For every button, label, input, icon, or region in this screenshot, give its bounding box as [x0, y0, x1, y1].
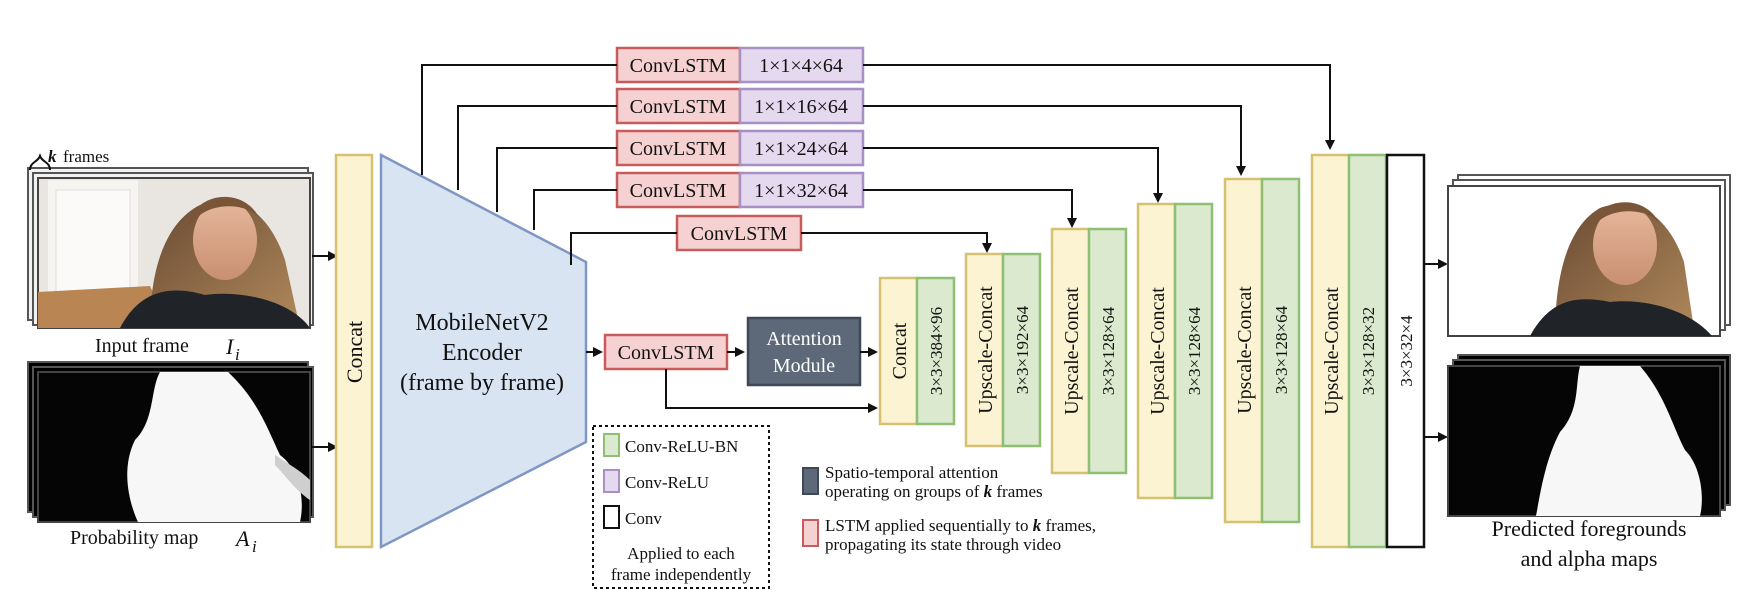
skip-convlstm-2-shape: 1×1×16×64 — [754, 96, 848, 118]
legend-lstm: LSTM applied sequentially to k frames, p… — [802, 516, 1096, 554]
alpha-image — [1447, 365, 1721, 517]
decoder-block-5-name: Upscale-Concat — [1234, 286, 1256, 414]
decoder-block-2-shape: 3×3×192×64 — [1013, 305, 1032, 394]
skip-convlstm-3: ConvLSTM 1×1×24×64 — [615, 129, 865, 167]
input-frame-caption: Input frame I i — [95, 334, 240, 364]
final-conv-block: 3×3×32×4 — [1385, 153, 1426, 549]
legend-note-line1: Applied to each — [627, 544, 735, 563]
bottleneck-convlstm-label: ConvLSTM — [618, 342, 715, 364]
skip-convlstm-5: ConvLSTM — [675, 214, 803, 252]
decoder-block-2: Upscale-Concat 3×3×192×64 — [964, 252, 1042, 448]
bottleneck-convlstm: ConvLSTM — [603, 333, 729, 371]
legend-note-line2: frame independently — [611, 565, 752, 584]
decoder-block-3-shape: 3×3×128×64 — [1099, 306, 1118, 395]
legend-attention-line1: Spatio-temporal attention — [825, 463, 999, 482]
final-conv-shape: 3×3×32×4 — [1397, 315, 1416, 387]
output-caption: Predicted foregrounds and alpha maps — [1492, 516, 1687, 571]
encoder-subtitle: Encoder — [442, 340, 522, 366]
decoder-block-3: Upscale-Concat 3×3×128×64 — [1050, 227, 1128, 475]
decoder-block-4-shape: 3×3×128×64 — [1185, 306, 1204, 395]
legend-box: Conv-ReLU-BN Conv-ReLU Conv Applied to e… — [592, 425, 770, 589]
probability-map-stack — [27, 361, 314, 523]
decoder-block-1: Concat 3×3×384×96 — [878, 276, 956, 426]
foreground-output-stack — [1447, 174, 1731, 337]
attention-subtitle: Module — [773, 355, 835, 377]
probability-map-label: Probability map — [70, 527, 198, 549]
input-frame-stack — [27, 167, 314, 329]
decoder-block-2-name: Upscale-Concat — [975, 286, 997, 414]
skip-convlstm-3-label: ConvLSTM — [630, 138, 727, 160]
encoder-block: MobileNetV2 Encoder (frame by frame) — [379, 152, 588, 550]
encoder-note: (frame by frame) — [400, 370, 564, 396]
legend-attention-line2: operating on groups of k frames — [825, 482, 1043, 501]
probability-map-sub: i — [252, 537, 257, 556]
skip-convlstm-2-label: ConvLSTM — [630, 96, 727, 118]
skip-convlstm-4: ConvLSTM 1×1×32×64 — [615, 171, 865, 209]
encoder-title: MobileNetV2 — [415, 310, 548, 336]
decoder-block-4-name: Upscale-Concat — [1147, 287, 1169, 415]
skip-convlstm-1-shape: 1×1×4×64 — [759, 55, 843, 77]
skip-convlstm-4-label: ConvLSTM — [630, 180, 727, 202]
probability-map-symbol: A — [234, 526, 250, 551]
foreground-image — [1447, 185, 1721, 337]
skip-convlstm-5-label: ConvLSTM — [691, 223, 788, 245]
legend-conv-relu-bn: Conv-ReLU-BN — [625, 437, 738, 456]
legend-attention: Spatio-temporal attention operating on g… — [802, 463, 1043, 501]
k-frames-label: k frames — [29, 147, 109, 171]
input-frame-label: Input frame — [95, 335, 189, 357]
input-frame-symbol: I — [225, 334, 235, 359]
decoder-block-1-name: Concat — [889, 322, 911, 379]
k-symbol: k — [48, 147, 57, 166]
legend-lstm-line2: propagating its state through video — [825, 535, 1061, 554]
concat-label: Concat — [342, 321, 367, 383]
attention-module: Attention Module — [746, 316, 862, 387]
decoder-block-4: Upscale-Concat 3×3×128×64 — [1136, 202, 1214, 500]
legend-conv: Conv — [625, 509, 662, 528]
convlstm-bypass-arrow — [665, 369, 878, 413]
concat-block: Concat — [334, 153, 374, 549]
decoder-block-6: Upscale-Concat 3×3×128×32 — [1310, 153, 1388, 549]
skip-convlstm-3-shape: 1×1×24×64 — [754, 138, 848, 160]
output-caption-line1: Predicted foregrounds — [1492, 516, 1687, 541]
probability-map-image — [37, 371, 311, 523]
skip-connections — [421, 64, 1335, 265]
probability-map-caption: Probability map A i — [70, 526, 257, 556]
skip-convlstm-1: ConvLSTM 1×1×4×64 — [615, 46, 865, 84]
k-frames-text: frames — [63, 147, 109, 166]
decoder-block-5-shape: 3×3×128×64 — [1272, 305, 1291, 394]
decoder-block-3-name: Upscale-Concat — [1061, 287, 1083, 415]
decoder-block-6-name: Upscale-Concat — [1321, 287, 1343, 415]
output-caption-line2: and alpha maps — [1521, 546, 1658, 571]
alpha-output-stack — [1447, 354, 1731, 517]
decoder-block-6-shape: 3×3×128×32 — [1359, 307, 1378, 395]
legend-lstm-line1: LSTM applied sequentially to k frames, — [825, 516, 1096, 535]
input-frame-image — [37, 177, 311, 329]
input-frame-sub: i — [235, 345, 240, 364]
decoder-block-5: Upscale-Concat 3×3×128×64 — [1223, 177, 1301, 524]
skip-convlstm-1-label: ConvLSTM — [630, 55, 727, 77]
decoder-block-1-shape: 3×3×384×96 — [927, 307, 946, 395]
skip-convlstm-4-shape: 1×1×32×64 — [754, 180, 848, 202]
attention-title: Attention — [766, 328, 842, 350]
legend-conv-relu: Conv-ReLU — [625, 473, 709, 492]
skip-convlstm-2: ConvLSTM 1×1×16×64 — [615, 87, 865, 125]
